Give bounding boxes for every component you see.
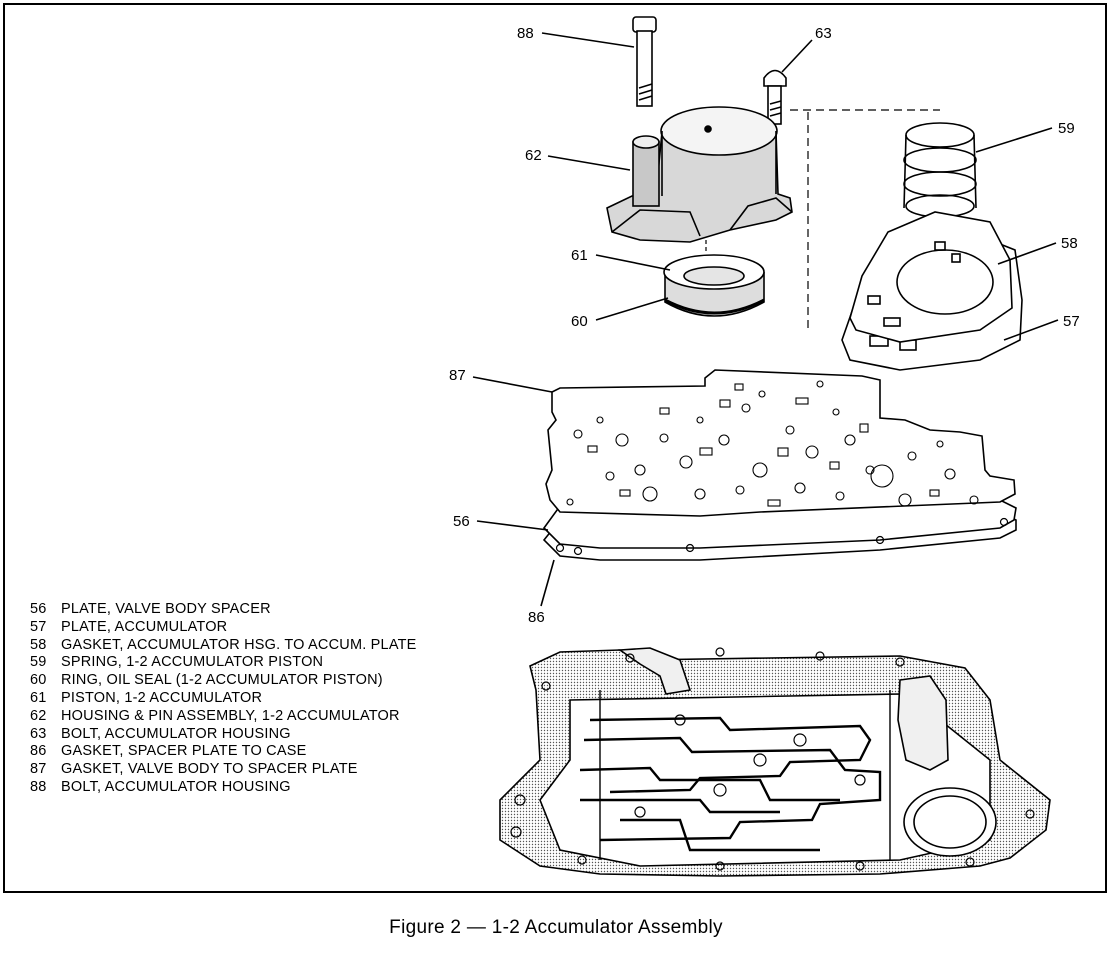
leader-57 xyxy=(1003,319,1059,341)
leader-59 xyxy=(975,127,1053,153)
legend-number: 60 xyxy=(30,672,47,689)
legend-text: PLATE, VALVE BODY SPACER xyxy=(61,601,271,617)
legend-text: GASKET, SPACER PLATE TO CASE xyxy=(61,743,307,760)
legend-item: 62 HOUSING & PIN ASSEMBLY, 1-2 ACCUMULATO… xyxy=(30,708,417,726)
piston-61-drawing xyxy=(663,254,765,317)
legend-text: BOLT, ACCUMULATOR HOUSING xyxy=(61,778,291,795)
callout-62: 62 xyxy=(525,147,542,164)
legend-item: 60 RING, OIL SEAL (1-2 ACCUMULATOR PISTON… xyxy=(30,672,417,690)
legend-item: 86 GASKET, SPACER PLATE TO CASE xyxy=(30,743,417,761)
legend-text: GASKET, ACCUMULATOR HSG. TO ACCUM. PLATE xyxy=(61,636,417,653)
legend-item: 87 GASKET, VALVE BODY TO SPACER PLATE xyxy=(30,761,417,779)
legend-item: 61 PISTON, 1-2 ACCUMULATOR xyxy=(30,690,417,708)
valve-body-gasket-87-drawing xyxy=(545,369,1016,517)
callout-60: 60 xyxy=(571,313,588,330)
legend-number: 62 xyxy=(30,707,47,724)
legend-number: 87 xyxy=(30,761,47,778)
gasket-87-holes xyxy=(566,380,979,507)
leader-62 xyxy=(547,155,631,171)
legend-text: PISTON, 1-2 ACCUMULATOR xyxy=(61,689,263,706)
legend-number: 63 xyxy=(30,725,47,742)
oil-seal-ring-60-drawing xyxy=(664,298,765,315)
legend-number: 86 xyxy=(30,743,47,760)
leader-86 xyxy=(540,559,555,607)
legend-text: RING, OIL SEAL (1-2 ACCUMULATOR PISTON) xyxy=(61,672,383,689)
legend-item: 58 GASKET, ACCUMULATOR HSG. TO ACCUM. PLA… xyxy=(30,637,417,655)
leader-87 xyxy=(472,376,553,393)
leader-60 xyxy=(595,297,669,321)
parts-legend: 56 PLATE, VALVE BODY SPACER 57 PLATE, ACCU… xyxy=(30,601,417,797)
callout-86: 86 xyxy=(528,609,545,626)
bolt-63-drawing xyxy=(763,69,787,125)
legend-number: 57 xyxy=(30,618,47,635)
callout-57: 57 xyxy=(1063,313,1080,330)
figure-caption: Figure 2 — 1-2 Accumulator Assembly xyxy=(389,917,723,938)
leader-63 xyxy=(781,39,813,73)
legend-item: 63 BOLT, ACCUMULATOR HOUSING xyxy=(30,726,417,744)
callout-87: 87 xyxy=(449,367,466,384)
legend-text: HOUSING & PIN ASSEMBLY, 1-2 ACCUMULATOR xyxy=(61,707,400,724)
legend-number: 61 xyxy=(30,689,47,706)
legend-number: 59 xyxy=(30,654,47,671)
leader-88 xyxy=(541,32,635,48)
callout-58: 58 xyxy=(1061,235,1078,252)
figure-frame xyxy=(3,3,1107,893)
leader-lines xyxy=(472,32,1059,607)
callout-59: 59 xyxy=(1058,120,1075,137)
legend-text: BOLT, ACCUMULATOR HOUSING xyxy=(61,725,291,742)
callout-56: 56 xyxy=(453,513,470,530)
legend-number: 56 xyxy=(30,601,47,617)
legend-text: SPRING, 1-2 ACCUMULATOR PISTON xyxy=(61,654,324,671)
callout-63: 63 xyxy=(815,25,832,42)
callout-88: 88 xyxy=(517,25,534,42)
legend-text: PLATE, ACCUMULATOR xyxy=(61,618,228,635)
bolt-88-drawing xyxy=(632,16,657,107)
legend-item: 59 SPRING, 1-2 ACCUMULATOR PISTON xyxy=(30,654,417,672)
legend-item: 88 BOLT, ACCUMULATOR HOUSING xyxy=(30,779,417,797)
assembly-guide-line xyxy=(790,109,940,328)
legend-number: 58 xyxy=(30,636,47,653)
leader-58 xyxy=(997,242,1057,265)
legend-item: 56 PLATE, VALVE BODY SPACER xyxy=(30,601,417,619)
legend-item: 57 PLATE, ACCUMULATOR xyxy=(30,619,417,637)
spring-59-drawing xyxy=(903,122,977,218)
leader-56 xyxy=(476,520,549,531)
transmission-case-drawing xyxy=(499,647,1051,877)
legend-number: 88 xyxy=(30,778,47,795)
accumulator-housing-62-drawing xyxy=(606,106,793,243)
callout-61: 61 xyxy=(571,247,588,264)
accumulator-gasket-58-drawing xyxy=(849,211,1013,343)
legend-text: GASKET, VALVE BODY TO SPACER PLATE xyxy=(61,761,358,778)
leader-61 xyxy=(595,254,671,271)
